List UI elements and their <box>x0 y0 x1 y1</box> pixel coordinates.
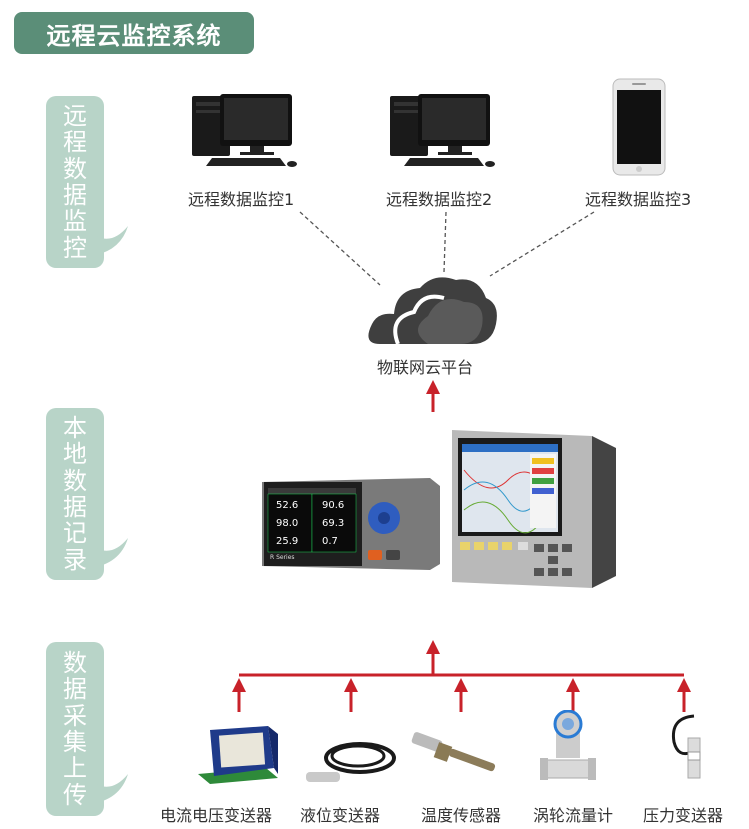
brand-logo: R Series <box>270 554 295 561</box>
sensor-arrow-1 <box>232 678 246 712</box>
cloud-label: 物联网云平台 <box>377 358 474 377</box>
sensor-arrow-3 <box>454 678 468 712</box>
reading-2: 90.6 <box>322 500 345 511</box>
turbine-flowmeter-icon <box>540 710 596 780</box>
sensor-arrow-5 <box>677 678 691 712</box>
pressure-transmitter-icon <box>671 714 701 779</box>
sensor-arrow-2 <box>344 678 358 712</box>
tab-tail-icon <box>90 226 128 256</box>
remote-node-label-1: 远程数据监控1 <box>188 190 295 209</box>
sensor-label-2: 液位变送器 <box>300 806 381 825</box>
sensor-label-4: 涡轮流量计 <box>533 806 614 825</box>
reading-4: 69.3 <box>322 518 345 529</box>
section-tab-local-label: 本地数据记录 <box>63 413 87 574</box>
tab-tail-icon <box>90 538 128 568</box>
recorder-small-body <box>262 478 440 570</box>
tab-tail-icon <box>90 774 128 804</box>
desktop-computer-icon <box>192 94 297 167</box>
arrow-up-to-cloud <box>426 380 440 412</box>
reading-6: 0.7 <box>322 536 338 547</box>
section-tab-local: 本地数据记录 <box>46 408 128 580</box>
cloud-icon <box>368 277 497 345</box>
reading-1: 52.6 <box>276 500 299 511</box>
reading-3: 98.0 <box>276 518 299 529</box>
dashed-link-3 <box>489 211 595 277</box>
section-tab-collect: 数据采集上传 <box>46 642 128 816</box>
page-title: 远程云监控系统 <box>14 12 254 54</box>
desktop-computer-icon <box>390 94 495 167</box>
section-tab-remote: 远程数据监控 <box>46 96 128 268</box>
section-tab-remote-label: 远程数据监控 <box>63 101 87 262</box>
sensor-label-5: 压力变送器 <box>643 806 724 825</box>
sensor-label-1: 电流电压变送器 <box>160 806 273 825</box>
recorder-small: 52.6 90.6 98.0 69.3 25.9 0.7 R Series <box>262 478 442 570</box>
reading-5: 25.9 <box>276 536 299 547</box>
level-transmitter-icon <box>306 742 396 782</box>
smartphone-icon <box>612 78 666 176</box>
remote-node-label-3: 远程数据监控3 <box>585 190 692 209</box>
sensor-arrow-4 <box>566 678 580 712</box>
current-voltage-transmitter-icon <box>198 726 278 784</box>
section-tab-collect-label: 数据采集上传 <box>63 648 87 809</box>
dashed-link-2 <box>443 211 447 273</box>
arrow-up-to-recorder <box>426 640 440 675</box>
remote-node-label-2: 远程数据监控2 <box>386 190 493 209</box>
sensor-label-3: 温度传感器 <box>421 806 502 825</box>
recorder-large <box>452 430 616 588</box>
sensor-arrows <box>232 678 691 712</box>
temperature-sensor-icon <box>411 732 496 772</box>
